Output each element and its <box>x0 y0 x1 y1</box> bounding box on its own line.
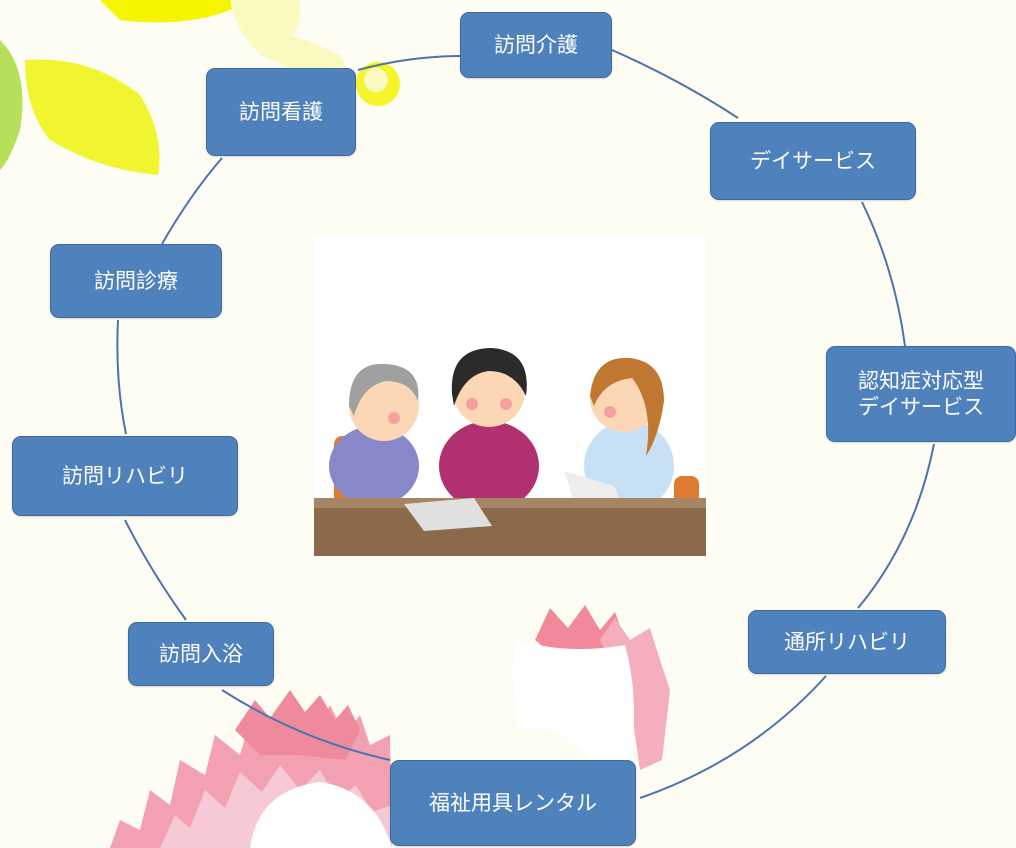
three-women-consultation-illustration <box>314 236 706 556</box>
connector-3 <box>857 443 935 609</box>
connector-2 <box>861 201 906 347</box>
node-dementia-day-service[interactable]: 認知症対応型 デイサービス <box>826 346 1016 442</box>
node-fukushi-rental[interactable]: 福祉用具レンタル <box>390 760 636 846</box>
node-houmon-nyuyoku[interactable]: 訪問入浴 <box>128 622 274 686</box>
node-houmon-rehab[interactable]: 訪問リハビリ <box>12 436 238 516</box>
node-houmon-shinryo[interactable]: 訪問診療 <box>50 244 222 318</box>
connector-5 <box>221 689 391 761</box>
connector-4 <box>639 675 827 799</box>
connector-1 <box>611 49 739 119</box>
connector-8 <box>161 157 223 245</box>
node-houmon-kaigo[interactable]: 訪問介護 <box>460 12 612 78</box>
connector-9 <box>357 55 463 71</box>
pink-flower-decoration <box>110 605 670 848</box>
connector-6 <box>124 519 187 621</box>
node-houmon-kango[interactable]: 訪問看護 <box>206 68 356 156</box>
consultation-illustration-art <box>314 236 706 556</box>
connector-7 <box>116 319 127 435</box>
node-day-service[interactable]: デイサービス <box>710 122 916 200</box>
node-tsusho-rehab[interactable]: 通所リハビリ <box>748 610 946 674</box>
